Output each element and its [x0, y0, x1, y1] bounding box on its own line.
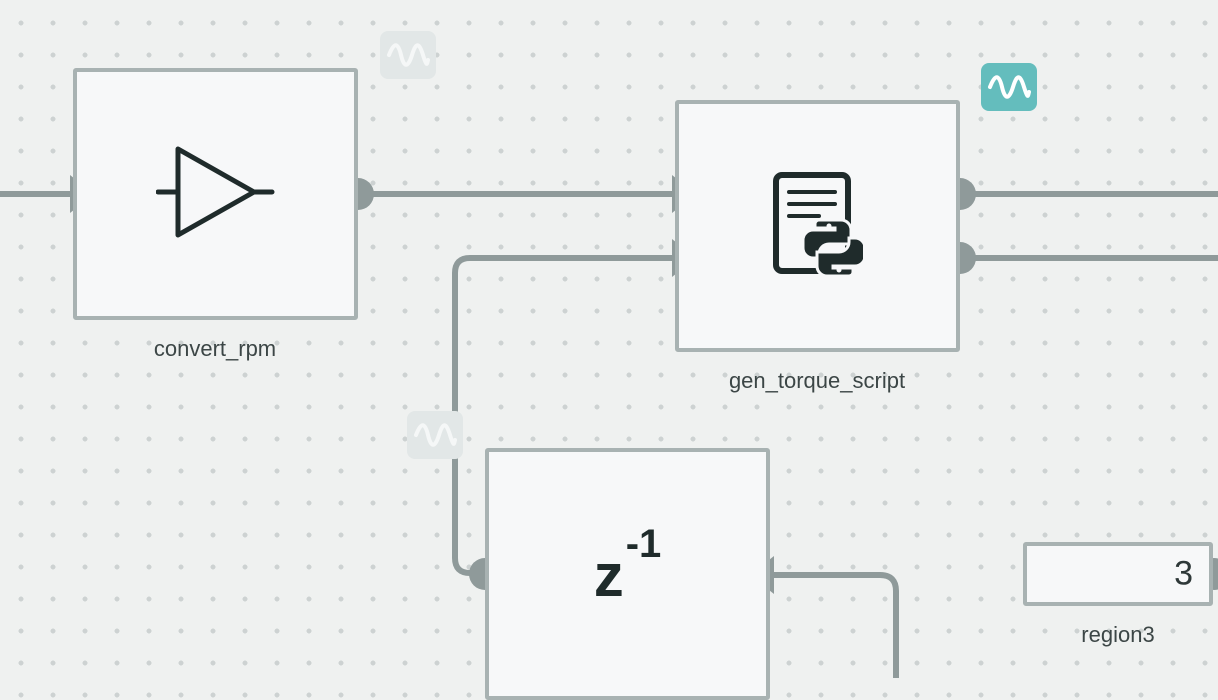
signal-probe-icon[interactable]	[981, 63, 1037, 111]
unit-delay-exponent: -1	[625, 522, 662, 566]
python-script-block[interactable]	[675, 100, 960, 352]
unit-delay-block[interactable]: z-1	[485, 448, 770, 700]
block-label-gen-torque-script: gen_torque_script	[728, 368, 906, 393]
gain-triangle-icon	[155, 142, 276, 247]
signal-probe-icon[interactable]	[380, 31, 436, 79]
constant-value: 3	[1174, 554, 1193, 593]
signal-probe-icon[interactable]	[407, 411, 463, 459]
unit-delay-icon: z-1	[593, 524, 662, 609]
constant-block[interactable]: 3	[1023, 542, 1213, 606]
unit-delay-symbol: z	[593, 542, 624, 609]
wire-feedback-to-delay[interactable]	[767, 572, 899, 678]
python-script-icon	[772, 171, 866, 281]
block-label-region3: region3	[1081, 622, 1155, 647]
block-label-convert-rpm: convert_rpm	[153, 336, 277, 361]
gain-block[interactable]	[73, 68, 358, 320]
